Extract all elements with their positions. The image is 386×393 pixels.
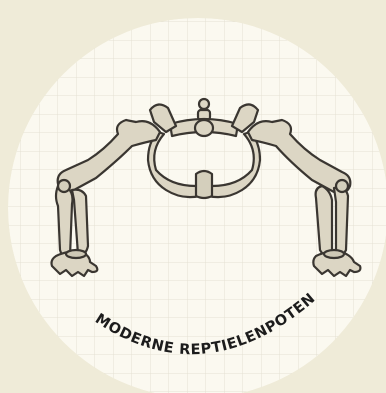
knee-left-icon bbox=[58, 180, 70, 192]
shin-right-icon bbox=[316, 186, 348, 256]
knee-right-icon bbox=[336, 180, 348, 192]
